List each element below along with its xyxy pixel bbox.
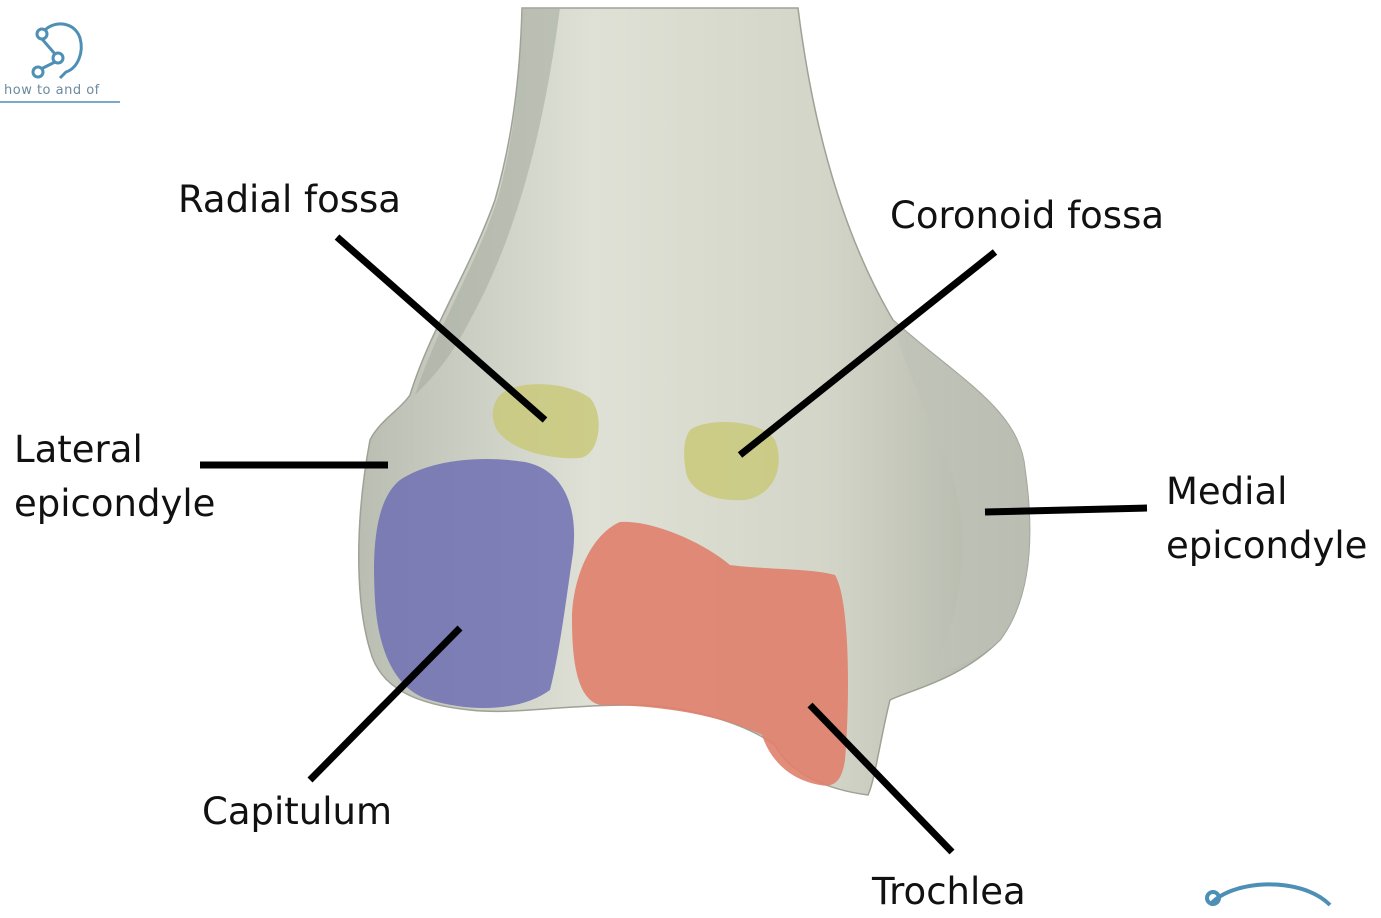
label-coronoid-fossa: Coronoid fossa bbox=[890, 190, 1164, 242]
logo-fragment-icon bbox=[1207, 884, 1330, 905]
logo-icon bbox=[33, 24, 81, 78]
label-radial-fossa: Radial fossa bbox=[178, 174, 401, 226]
medial-epicondyle-leader bbox=[985, 508, 1147, 512]
label-medial-epicondyle-line1: Medial bbox=[1166, 466, 1287, 518]
label-medial-epicondyle-line2: epicondyle bbox=[1166, 520, 1367, 572]
logo-text: how to and of bbox=[4, 83, 100, 98]
label-lateral-epicondyle-line1: Lateral bbox=[14, 424, 143, 476]
label-capitulum: Capitulum bbox=[202, 786, 392, 838]
label-trochlea: Trochlea bbox=[872, 866, 1026, 918]
capitulum-highlight bbox=[374, 459, 574, 708]
label-lateral-epicondyle-line2: epicondyle bbox=[14, 478, 215, 530]
